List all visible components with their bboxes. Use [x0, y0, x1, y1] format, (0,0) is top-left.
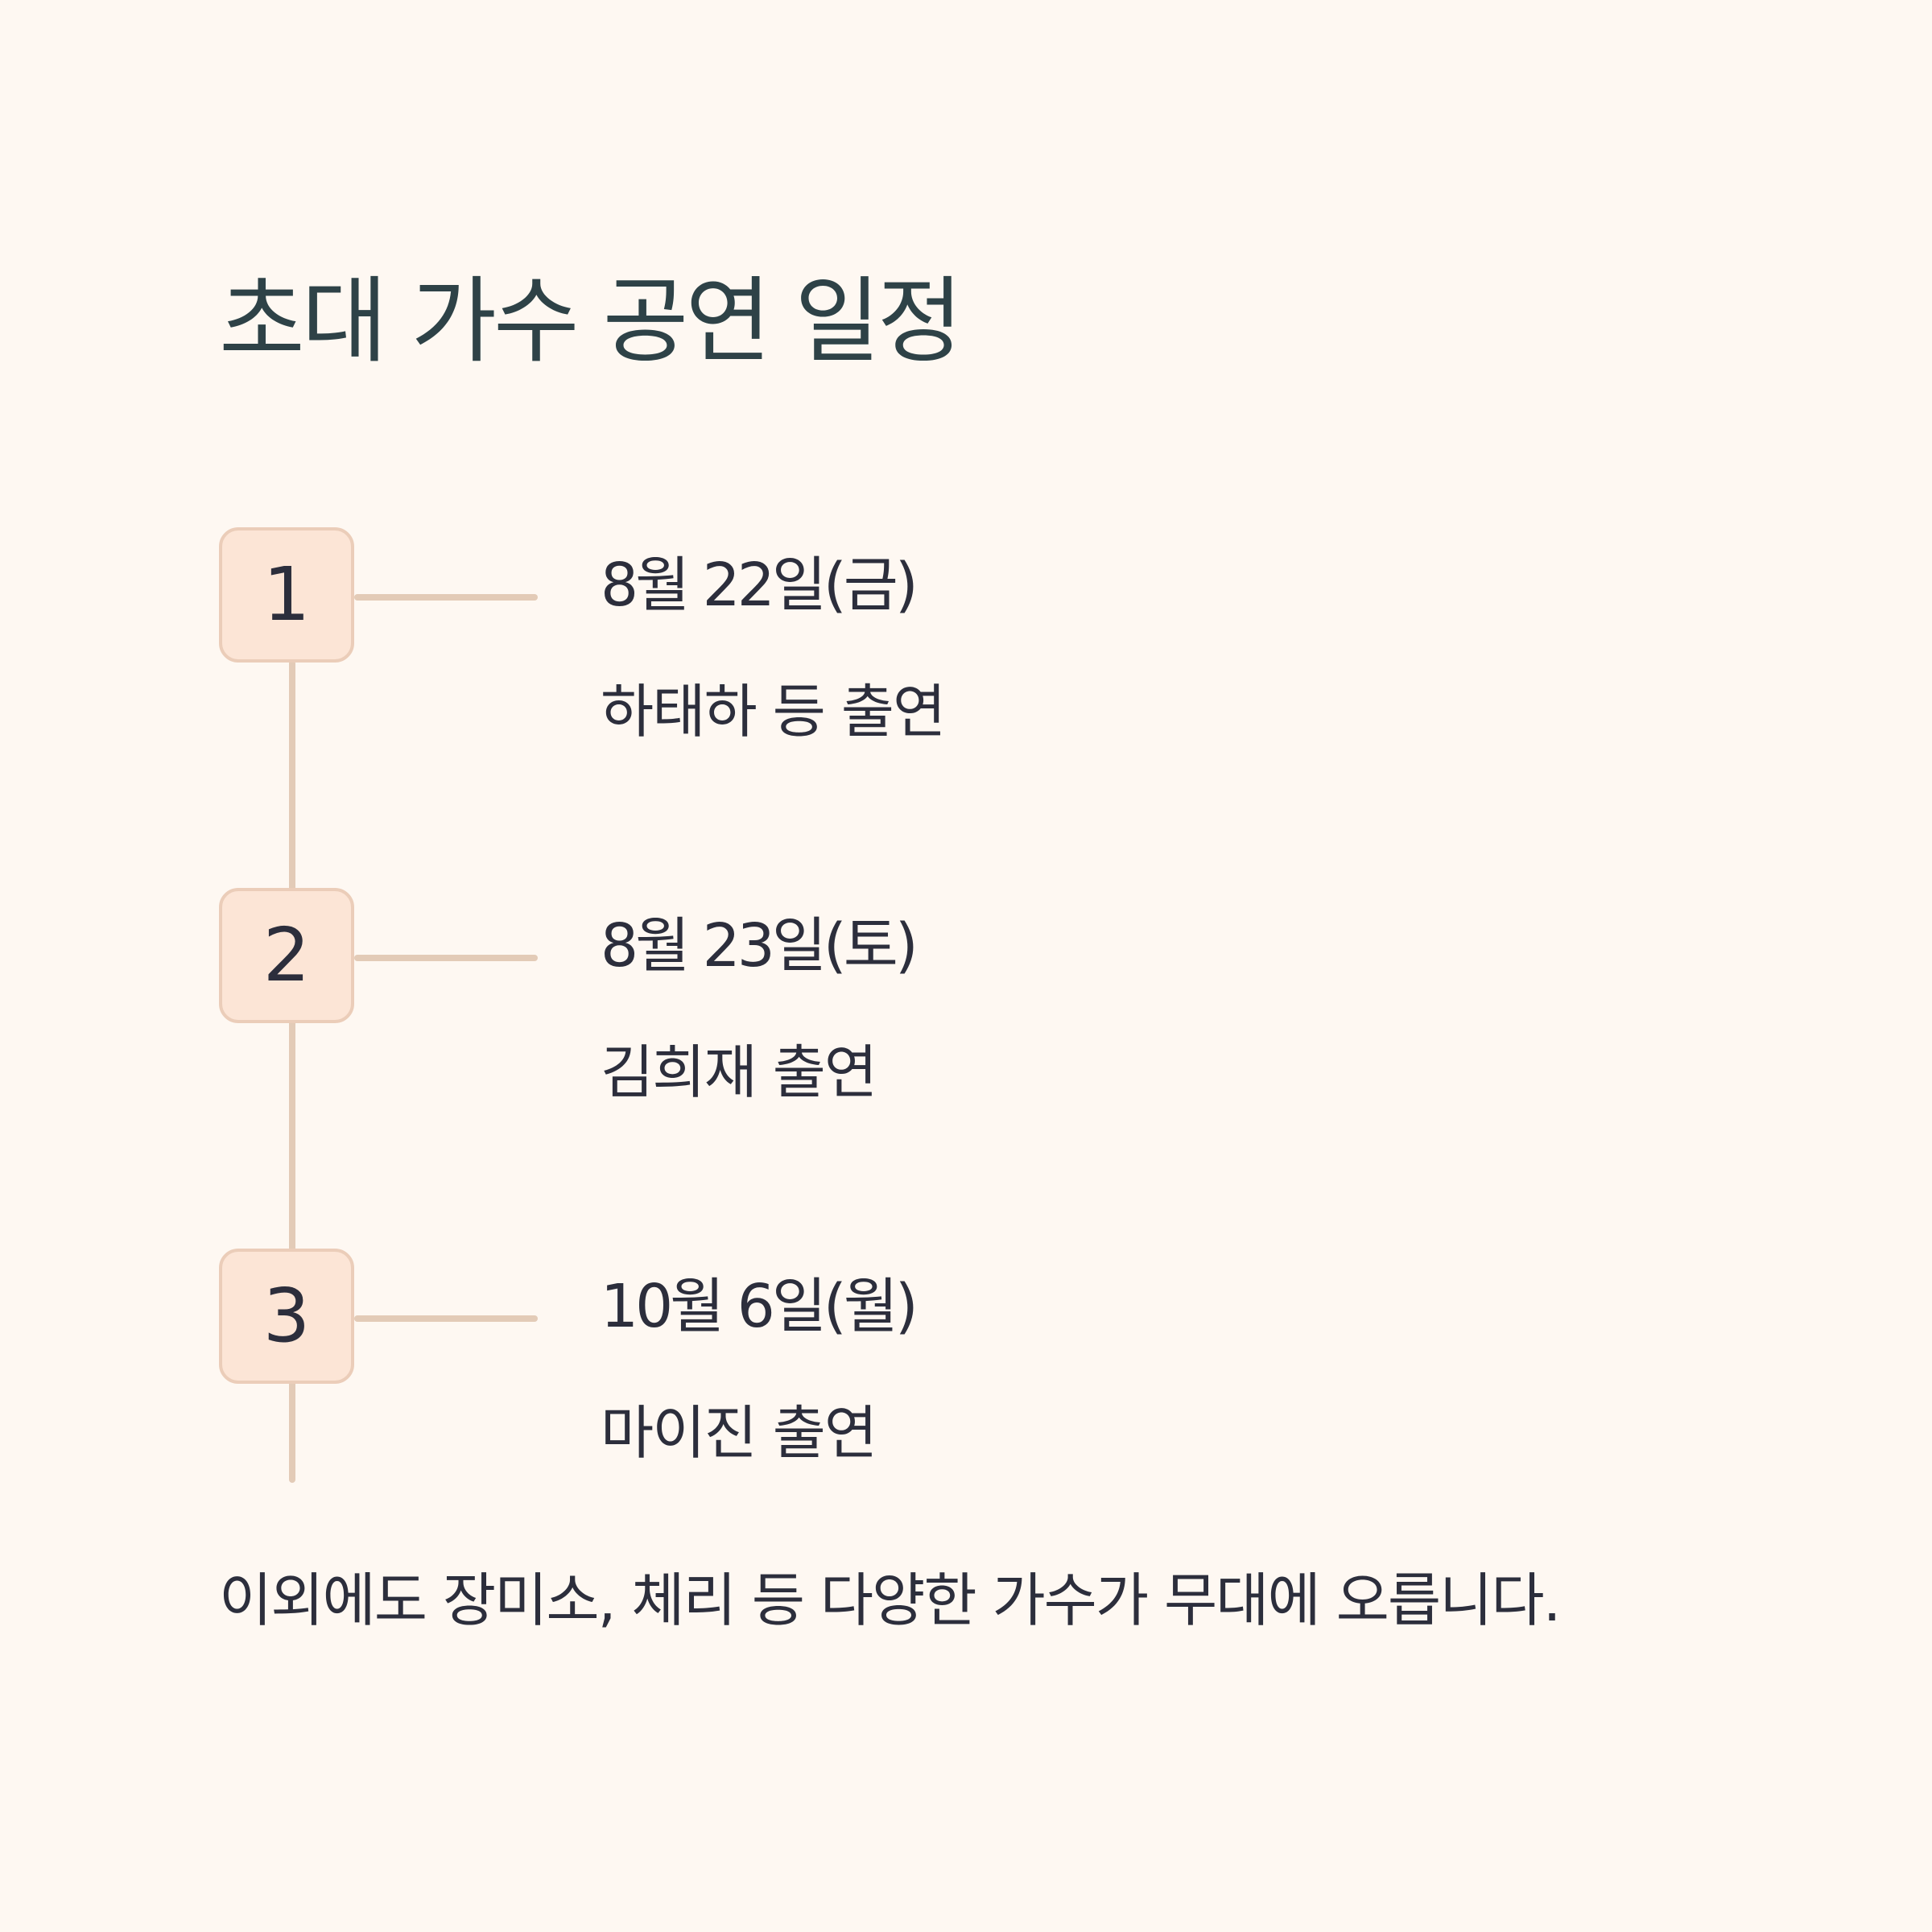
step-number: 3: [262, 1273, 311, 1359]
timeline-vertical-line: [289, 660, 295, 1483]
schedule-performers: 김희재 출연: [601, 1038, 877, 1106]
step-number: 2: [262, 912, 311, 998]
step-number-badge-1: 1: [219, 527, 354, 663]
schedule-date: 8월 22일(금): [601, 551, 919, 620]
step-number-badge-2: 2: [219, 888, 354, 1023]
footer-note: 이외에도 장미소, 체리 등 다양한 가수가 무대에 오릅니다.: [219, 1567, 1562, 1634]
schedule-date: 10월 6일(월): [601, 1272, 919, 1341]
timeline-connector-1: [354, 594, 538, 601]
schedule-date: 8월 23일(토): [601, 911, 919, 980]
step-number-badge-3: 3: [219, 1249, 354, 1384]
timeline-connector-3: [354, 1315, 538, 1322]
timeline-connector-2: [354, 955, 538, 961]
step-number: 1: [262, 551, 311, 638]
schedule-performers: 하태하 등 출연: [601, 678, 946, 745]
schedule-performers: 마이진 출연: [601, 1399, 877, 1467]
page-title: 초대 가수 공연 일정: [219, 267, 963, 376]
